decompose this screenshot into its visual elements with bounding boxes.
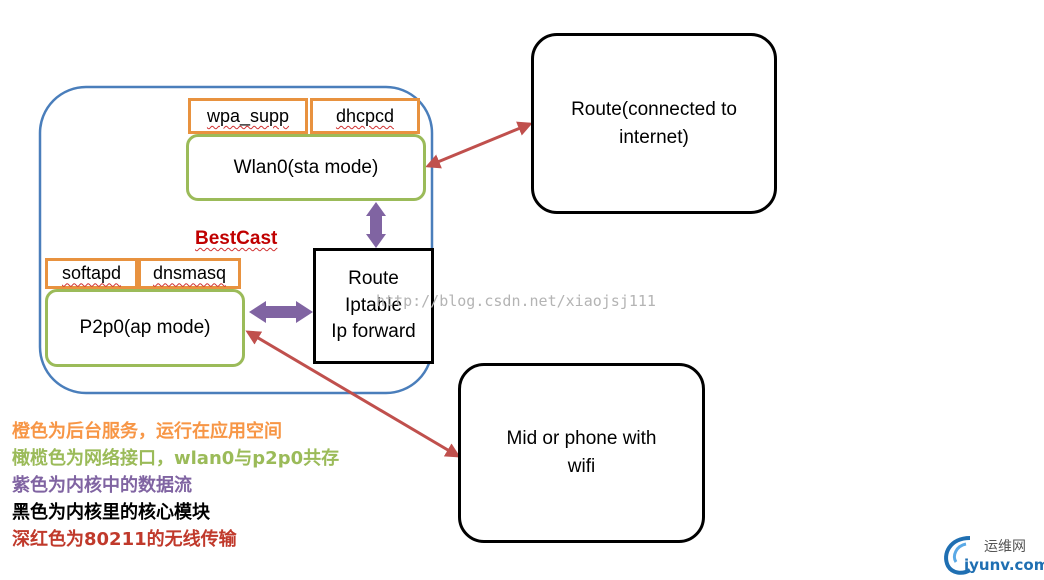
bestcast-container — [38, 85, 434, 395]
site-logo: 运维网 iyunv.com — [940, 532, 1044, 576]
softapd-label: softapd — [61, 263, 122, 284]
phone-device-box: Mid or phone with wifi — [458, 363, 705, 543]
wpa-supp-label: wpa_supp — [206, 105, 290, 126]
dhcpcd-label: dhcpcd — [335, 105, 395, 126]
legend-item-black: 黑色为内核里的核心模块 — [12, 502, 210, 523]
legend-item-red: 深红色为80211的无线传输 — [12, 529, 237, 550]
phone-device-label: Mid or phone with wifi — [506, 428, 657, 477]
legend-item-orange: 橙色为后台服务，运行在应用空间 — [12, 421, 282, 442]
internet-route-box: Route(connected to internet) — [531, 33, 777, 214]
bestcast-title: BestCast — [195, 228, 277, 250]
dnsmasq-box: dnsmasq — [138, 258, 241, 289]
watermark-label: http://blog.csdn.net/xiaojsj111 — [376, 292, 656, 310]
bestcast-label: BestCast — [195, 228, 278, 249]
wireless-link-p2p0-phone — [245, 330, 461, 458]
logo-swoosh-icon — [944, 536, 972, 575]
p2p0-interface-box: P2p0(ap mode) — [45, 289, 245, 367]
logo-domain: iyunv.com — [964, 556, 1044, 574]
kernel-flow-arrow-horizontal — [249, 301, 313, 323]
p2p0-label: P2p0(ap mode) — [79, 317, 211, 339]
dhcpcd-box: dhcpcd — [310, 98, 420, 134]
softapd-box: softapd — [45, 258, 138, 289]
watermark-text: http://blog.csdn.net/xiaojsj111 — [376, 292, 656, 310]
wpa-supp-box: wpa_supp — [188, 98, 308, 134]
route-core-box: Route Iptable Ip forward — [313, 248, 434, 364]
route-core-label: Route Iptable Ip forward — [331, 268, 416, 343]
kernel-flow-arrow-vertical — [366, 202, 386, 248]
internet-route-label: Route(connected to internet) — [571, 98, 737, 148]
logo-title: 运维网 — [984, 539, 1026, 555]
legend: 橙色为后台服务，运行在应用空间 橄榄色为网络接口，wlan0与p2p0共存 紫色… — [12, 418, 339, 553]
wlan0-interface-box: Wlan0(sta mode) — [186, 134, 426, 201]
dnsmasq-label: dnsmasq — [152, 263, 227, 284]
legend-item-olive: 橄榄色为网络接口，wlan0与p2p0共存 — [12, 448, 340, 469]
wlan0-label: Wlan0(sta mode) — [233, 156, 379, 178]
legend-item-purple: 紫色为内核中的数据流 — [12, 475, 192, 496]
wireless-link-wlan0-route — [425, 121, 533, 169]
